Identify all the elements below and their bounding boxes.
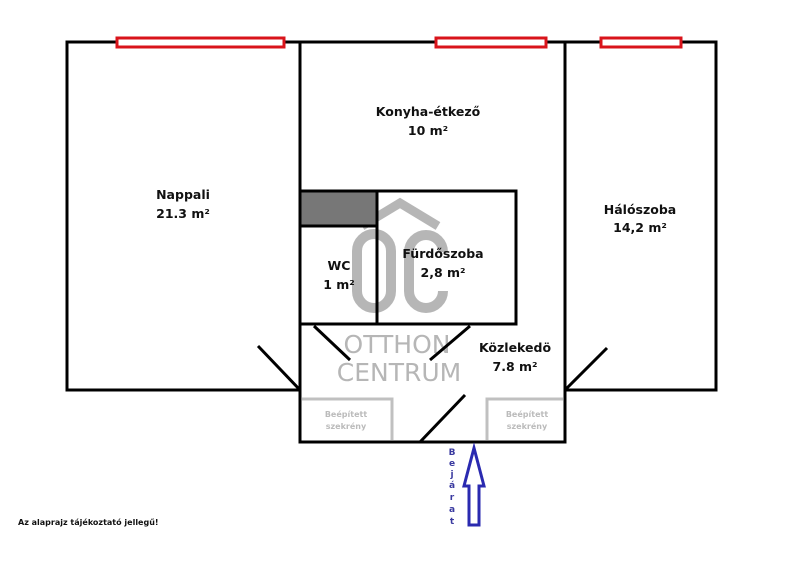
closet-left-line2: szekrény bbox=[326, 421, 367, 431]
room-nappali-area: 21.3 m² bbox=[156, 206, 210, 221]
room-haloszoba-name: Hálószoba bbox=[604, 202, 676, 217]
disclaimer-note: Az alaprajz tájékoztató jellegű! bbox=[18, 517, 159, 527]
entrance-arrow-icon bbox=[462, 442, 486, 527]
doors bbox=[256, 324, 609, 444]
svg-text:r: r bbox=[450, 493, 455, 503]
room-kozlekedo-name: Közlekedö bbox=[479, 340, 551, 355]
room-wc-name: WC bbox=[328, 258, 351, 273]
svg-text:j: j bbox=[449, 470, 453, 480]
room-furdo-area: 2,8 m² bbox=[421, 265, 466, 280]
closets bbox=[302, 397, 563, 440]
room-konyha-name: Konyha-étkező bbox=[376, 104, 481, 119]
door-wc bbox=[312, 324, 352, 362]
svg-text:t: t bbox=[450, 517, 455, 527]
windows bbox=[115, 36, 683, 49]
room-nappali-name: Nappali bbox=[156, 187, 210, 202]
door-entrance bbox=[418, 393, 467, 444]
door-furdo bbox=[429, 324, 471, 362]
room-kozlekedo-area: 7.8 m² bbox=[493, 359, 538, 374]
door-nappali bbox=[256, 344, 302, 392]
svg-text:á: á bbox=[449, 481, 455, 491]
svg-text:B: B bbox=[449, 448, 456, 458]
svg-text:e: e bbox=[449, 459, 455, 469]
door-haloszoba bbox=[563, 346, 609, 392]
window-haloszoba bbox=[599, 36, 683, 49]
room-furdo-name: Fürdőszoba bbox=[402, 246, 483, 261]
closet-right-line2: szekrény bbox=[507, 421, 548, 431]
svg-text:a: a bbox=[449, 505, 455, 515]
watermark-line1: OTTHON bbox=[344, 330, 451, 359]
window-konyha bbox=[434, 36, 548, 49]
closet-left-line1: Beépített bbox=[325, 409, 367, 419]
room-wc-area: 1 m² bbox=[323, 277, 355, 292]
otthon-centrum-watermark: OTTHON CENTRUM bbox=[337, 197, 461, 387]
room-konyha-area: 10 m² bbox=[408, 123, 448, 138]
watermark-line2: CENTRUM bbox=[337, 358, 461, 387]
room-haloszoba-area: 14,2 m² bbox=[613, 220, 667, 235]
shaft bbox=[300, 191, 377, 226]
window-nappali bbox=[115, 36, 286, 49]
closet-right-line1: Beépített bbox=[506, 409, 548, 419]
entrance-label: B e j á r a t bbox=[449, 448, 456, 527]
